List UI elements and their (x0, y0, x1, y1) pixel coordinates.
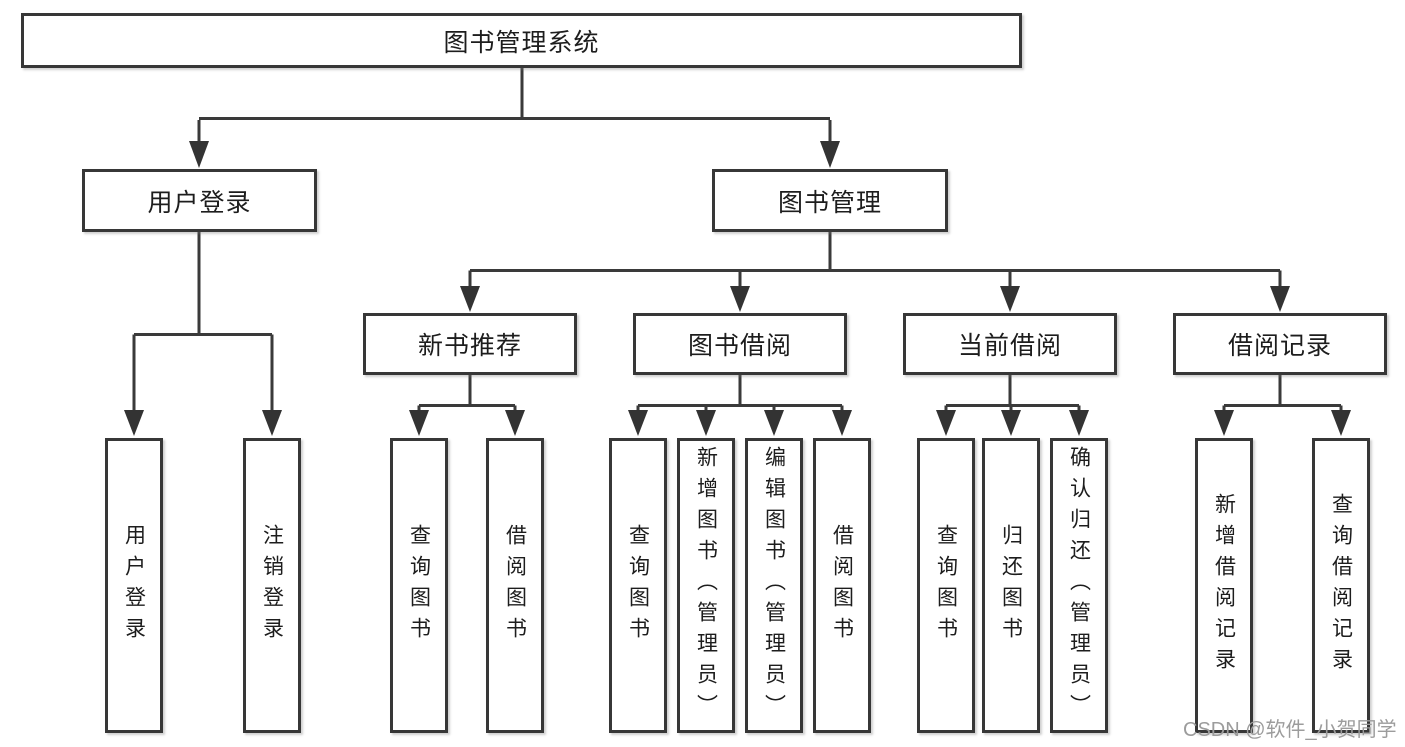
arrow-down-icon (460, 286, 480, 312)
node-current-borrow: 当前借阅 (903, 313, 1117, 375)
arrow-down-icon (696, 410, 716, 436)
leaf-br-add-record: 新增借阅记录 (1195, 438, 1253, 733)
leaf-bb-borrow-books: 借阅图书 (813, 438, 871, 733)
leaf-label: 新增借阅记录 (1212, 492, 1236, 679)
leaf-label: 注销登录 (260, 523, 284, 648)
arrow-down-icon (189, 141, 209, 168)
node-borrow-records: 借阅记录 (1173, 313, 1387, 375)
leaf-nbr-query-books: 查询图书 (390, 438, 448, 733)
leaf-logout: 注销登录 (243, 438, 301, 733)
node-root: 图书管理系统 (21, 13, 1022, 68)
arrow-down-icon (1069, 410, 1089, 436)
leaf-cb-return-books: 归还图书 (982, 438, 1040, 733)
arrow-down-icon (124, 410, 144, 436)
arrow-down-icon (1331, 410, 1351, 436)
leaf-user-login: 用户登录 (105, 438, 163, 733)
connector-line (1222, 375, 1343, 412)
node-new-book-recommend: 新书推荐 (363, 313, 577, 375)
leaf-label: 用户登录 (122, 523, 146, 648)
arrow-down-icon (936, 410, 956, 436)
arrow-down-icon (1270, 286, 1290, 312)
leaf-cb-query-books: 查询图书 (917, 438, 975, 733)
connector-line (417, 375, 517, 412)
leaf-br-query-record: 查询借阅记录 (1312, 438, 1370, 733)
connector-user-login-children (124, 232, 282, 436)
leaf-nbr-borrow-books: 借阅图书 (486, 438, 544, 733)
connector-borrow-records-children (1214, 375, 1351, 436)
leaf-bb-edit-books-admin: 编辑图书（管理员） (745, 438, 803, 733)
connector-line (132, 232, 274, 412)
arrow-down-icon (730, 286, 750, 312)
arrow-down-icon (832, 410, 852, 436)
leaf-label: 查询图书 (407, 523, 431, 648)
connector-root-to-branches (189, 68, 840, 168)
arrow-down-icon (628, 410, 648, 436)
arrow-down-icon (764, 410, 784, 436)
connector-new-book-children (409, 375, 525, 436)
watermark: CSDN @软件_小贺同学 (1183, 719, 1397, 741)
arrow-down-icon (1214, 410, 1234, 436)
leaf-label: 借阅图书 (503, 523, 527, 648)
leaf-label: 编辑图书（管理员） (762, 446, 786, 725)
leaf-bb-add-books-admin: 新增图书（管理员） (677, 438, 735, 733)
leaf-label: 查询图书 (626, 523, 650, 648)
node-book-borrow: 图书借阅 (633, 313, 847, 375)
leaf-label: 借阅图书 (830, 523, 854, 648)
arrow-down-icon (1001, 410, 1021, 436)
arrow-down-icon (505, 410, 525, 436)
connector-line (197, 68, 832, 143)
leaf-label: 查询图书 (934, 523, 958, 648)
leaf-label: 新增图书（管理员） (694, 446, 718, 725)
leaf-cb-confirm-return-admin: 确认归还（管理员） (1050, 438, 1108, 733)
leaf-bb-query-books: 查询图书 (609, 438, 667, 733)
leaf-label: 确认归还（管理员） (1067, 446, 1091, 725)
connector-book-borrow-children (628, 375, 852, 436)
arrow-down-icon (262, 410, 282, 436)
arrow-down-icon (1000, 286, 1020, 312)
leaf-label: 归还图书 (999, 523, 1023, 648)
arrow-down-icon (820, 141, 840, 168)
node-book-management: 图书管理 (712, 169, 948, 232)
connector-current-borrow-children (936, 375, 1089, 436)
node-user-login: 用户登录 (82, 169, 317, 232)
arrow-down-icon (409, 410, 429, 436)
leaf-label: 查询借阅记录 (1329, 492, 1353, 679)
connector-line (944, 375, 1081, 412)
connector-line (468, 232, 1282, 288)
connector-line (636, 375, 844, 412)
connector-book-management-children (460, 232, 1290, 312)
